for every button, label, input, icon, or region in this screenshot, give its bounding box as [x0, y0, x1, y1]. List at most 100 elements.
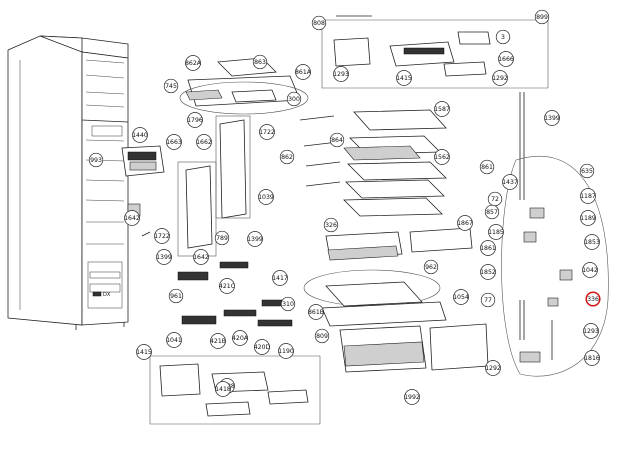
- label-bubble: [232, 330, 248, 346]
- label-bubble: [404, 389, 420, 405]
- label-bubble: [311, 15, 327, 31]
- part-number-label: 1816: [584, 355, 600, 362]
- label-bubble: [252, 54, 268, 70]
- label-bubble: [582, 262, 598, 278]
- label-bubble: [258, 189, 274, 205]
- label-bubble: [329, 132, 345, 148]
- label-bubble: [333, 66, 349, 82]
- glass-shelves: [299, 109, 447, 217]
- part-number-label: 1440: [132, 132, 148, 139]
- label-bubble: [434, 101, 450, 117]
- part-number-label: 993: [90, 157, 102, 164]
- part-number-label: 1415: [396, 75, 412, 82]
- part-number-label: 1642: [124, 215, 140, 222]
- part-number-label: 1292: [492, 75, 508, 82]
- label-bubble: [196, 134, 212, 150]
- part-number-label: 961: [170, 293, 182, 300]
- part-number-label: 1417: [272, 275, 288, 282]
- label-bubble: [580, 188, 596, 204]
- part-number-label: 326: [325, 222, 337, 229]
- label-bubble: [498, 51, 514, 67]
- control-unit: [121, 145, 165, 177]
- label-bubble: [280, 296, 296, 312]
- label-bubble: [278, 343, 294, 359]
- label-bubble: [308, 304, 324, 320]
- part-number-label: 1867: [457, 220, 473, 227]
- label-bubble: [193, 249, 209, 265]
- label-bubble: [247, 231, 263, 247]
- label-bubble: [295, 64, 311, 80]
- part-number-label: 1853: [584, 239, 600, 246]
- part-number-label: 420A: [232, 335, 249, 342]
- part-number-label: 1293: [583, 328, 599, 335]
- part-number-label: 1861: [480, 245, 496, 252]
- label-bubble: [480, 240, 496, 256]
- freezer-drawer: [339, 323, 489, 373]
- label-bubble: [166, 332, 182, 348]
- label-bubble: [534, 9, 550, 25]
- part-number-label: 861B: [308, 309, 324, 316]
- label-bubble: [279, 149, 295, 165]
- part-number-label: 3: [501, 34, 505, 41]
- part-number-label: 1663: [166, 139, 182, 146]
- part-number-label: 336: [587, 296, 599, 303]
- part-number-label: 1796: [187, 117, 203, 124]
- part-number-label: 1039: [258, 194, 274, 201]
- label-bubble: [583, 323, 599, 339]
- part-number-label: 1852: [480, 269, 496, 276]
- label-bubble: [168, 288, 184, 304]
- part-number-label: 635: [581, 168, 593, 175]
- label-bubble: [215, 381, 231, 397]
- pin-part: [141, 231, 151, 237]
- label-bubble: [434, 149, 450, 165]
- label-bubble: [187, 112, 203, 128]
- side-frames: [177, 115, 251, 257]
- label-bubble: [423, 259, 439, 275]
- part-number-label: 1399: [247, 236, 263, 243]
- part-number-label: 1587: [434, 106, 450, 113]
- label-bubble: [272, 270, 288, 286]
- part-number-label: 1418: [215, 386, 231, 393]
- label-bubble: [396, 70, 412, 86]
- label-bubble: [185, 55, 201, 71]
- svg-text:DX: DX: [103, 292, 111, 298]
- part-number-label: 310: [282, 301, 294, 308]
- part-number-label: 421B: [210, 338, 226, 345]
- label-bubble: [488, 224, 504, 240]
- label-bubble: [323, 217, 339, 233]
- label-bubble: [485, 360, 501, 376]
- part-number-label: 300: [288, 96, 300, 103]
- label-bubble: [492, 70, 508, 86]
- right-parts-group: [501, 155, 609, 377]
- label-bubble: [502, 174, 518, 190]
- label-bubble: [88, 152, 104, 168]
- label-bubble: [480, 264, 496, 280]
- part-number-label: 1189: [580, 215, 596, 222]
- part-number-label: 1292: [485, 365, 501, 372]
- small-parts-left: [177, 261, 293, 327]
- label-bubble: [314, 328, 330, 344]
- part-number-label: 789: [216, 235, 228, 242]
- part-number-label: 862A: [185, 60, 202, 67]
- part-number-label: 1399: [544, 115, 560, 122]
- part-number-label: 1662: [196, 139, 212, 146]
- part-number-label: 899: [536, 14, 548, 21]
- part-number-label: 1042: [582, 267, 598, 274]
- label-bubble: [259, 124, 275, 140]
- bottom-box: [149, 355, 321, 425]
- part-number-label: 72: [491, 196, 499, 203]
- part-number-label: 1187: [580, 193, 596, 200]
- part-number-label: 862: [281, 154, 293, 161]
- part-number-label: 864: [331, 137, 343, 144]
- part-number-label: 420D: [254, 344, 271, 351]
- label-bubble: [453, 289, 469, 305]
- label-bubble: [580, 210, 596, 226]
- label-bubble: [163, 78, 179, 94]
- label-bubble: [457, 215, 473, 231]
- part-number-label: 809: [316, 333, 328, 340]
- part-number-label: 1562: [434, 154, 450, 161]
- label-bubble: [136, 344, 152, 360]
